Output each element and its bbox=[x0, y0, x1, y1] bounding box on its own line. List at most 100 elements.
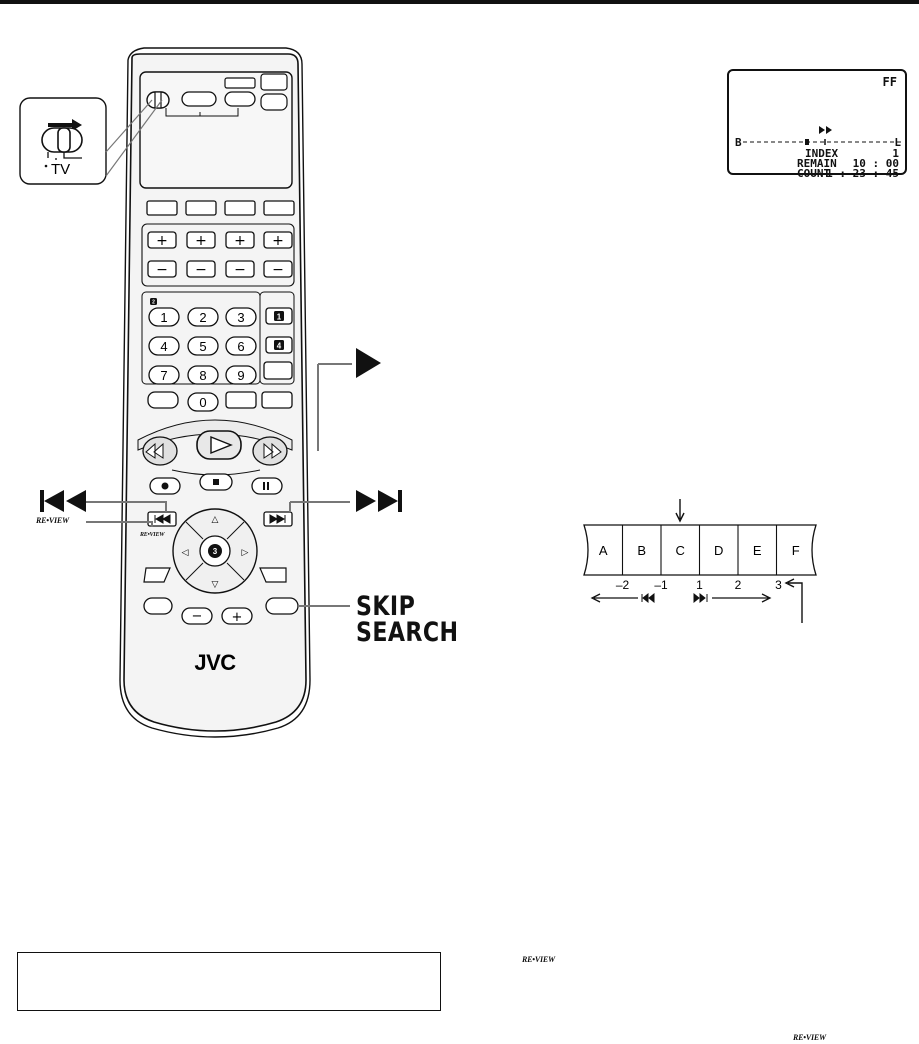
minus-button[interactable]: − bbox=[181, 607, 213, 625]
top-button-4[interactable] bbox=[260, 73, 288, 91]
number-key-label: 6 bbox=[237, 339, 244, 354]
index-cell-e: E bbox=[753, 543, 762, 558]
top-button-2[interactable] bbox=[224, 91, 256, 107]
number-key-label: 2 bbox=[199, 310, 206, 325]
review-logo-remote: RE•VIEW bbox=[140, 532, 165, 538]
mode-switch[interactable] bbox=[146, 91, 170, 109]
top-button-1[interactable] bbox=[181, 91, 217, 107]
arrow-left-icon bbox=[590, 593, 638, 603]
skip-label-line1: SKIP bbox=[356, 591, 416, 622]
number-key-0[interactable]: 0 bbox=[187, 392, 219, 412]
index-number: –2 bbox=[616, 578, 630, 592]
bottom-mid-button[interactable] bbox=[225, 391, 257, 409]
fast-forward-icon bbox=[263, 442, 282, 459]
left-oval-button[interactable] bbox=[143, 597, 173, 615]
osd-value-count: –1 : 23 : 45 bbox=[819, 167, 899, 180]
number-key-label: 1 bbox=[160, 310, 167, 325]
rewind-button[interactable] bbox=[142, 436, 178, 466]
minus-glyph: − bbox=[234, 262, 246, 278]
note-box bbox=[17, 952, 441, 1011]
osd-begin-marker: B bbox=[735, 136, 742, 149]
index-number: –1 bbox=[654, 578, 668, 592]
top-button-5[interactable] bbox=[260, 93, 288, 111]
number-key-4[interactable]: 4 bbox=[148, 336, 180, 356]
right-slant-button[interactable] bbox=[259, 567, 287, 583]
svg-text:4: 4 bbox=[277, 342, 282, 351]
plus-button[interactable]: + bbox=[221, 607, 253, 625]
minus-key-3[interactable]: − bbox=[225, 260, 255, 278]
record-button[interactable] bbox=[149, 477, 181, 495]
index-cell-a: A bbox=[599, 543, 608, 558]
bottom-right-button[interactable] bbox=[261, 391, 293, 409]
index-cell-b: B bbox=[637, 543, 646, 558]
osd-mode: FF bbox=[882, 75, 897, 89]
osd-label-index: INDEX bbox=[805, 147, 839, 160]
number-key-5[interactable]: 5 bbox=[187, 336, 219, 356]
index-cell-c: C bbox=[676, 543, 685, 558]
number-key-2[interactable]: 2 bbox=[187, 307, 219, 327]
play-button[interactable] bbox=[196, 430, 242, 460]
number-key-label: 7 bbox=[160, 368, 167, 383]
number-key-8[interactable]: 8 bbox=[187, 365, 219, 385]
minus-key-2[interactable]: − bbox=[186, 260, 216, 278]
tv-label: TV bbox=[51, 161, 70, 178]
skip-search-label: SKIP SEARCH bbox=[356, 591, 459, 646]
number-key-label: 9 bbox=[237, 368, 244, 383]
skip-back-callout-icon bbox=[40, 490, 86, 512]
badge-badge_4[interactable]: 4 bbox=[265, 336, 293, 354]
stop-icon bbox=[213, 479, 219, 485]
skip-back-button[interactable] bbox=[147, 511, 177, 527]
fast-forward-button[interactable] bbox=[252, 436, 288, 466]
skip-forward-button[interactable] bbox=[263, 511, 293, 527]
review-logo-left: RE•VIEW bbox=[36, 516, 69, 525]
top-rule bbox=[0, 0, 919, 4]
plus-glyph: + bbox=[234, 233, 246, 249]
minus-key-4[interactable]: − bbox=[263, 260, 293, 278]
pause-button[interactable] bbox=[251, 477, 283, 495]
index-number: 3 bbox=[775, 578, 782, 592]
number-key-9[interactable]: 9 bbox=[225, 365, 257, 385]
bottom-left-button[interactable] bbox=[147, 391, 179, 409]
func-button-4[interactable] bbox=[263, 200, 295, 216]
plus-glyph: + bbox=[272, 233, 284, 249]
side-button[interactable] bbox=[263, 361, 293, 380]
svg-text:+: + bbox=[232, 610, 243, 625]
index-cell-f: F bbox=[792, 543, 800, 558]
nav-center-badge: 3 bbox=[213, 547, 218, 556]
plus-key-1[interactable]: + bbox=[147, 231, 177, 249]
arrow-down-icon bbox=[675, 499, 685, 523]
number-key-3[interactable]: 3 bbox=[225, 307, 257, 327]
nav-down-glyph: ▽ bbox=[212, 580, 219, 590]
plus-key-4[interactable]: + bbox=[263, 231, 293, 249]
number-key-6[interactable]: 6 bbox=[225, 336, 257, 356]
number-key-label: 5 bbox=[199, 339, 206, 354]
arrow-right-icon bbox=[712, 593, 772, 603]
osd-values: 1 10 : 00 –1 : 23 : 45 bbox=[819, 148, 899, 180]
svg-text:2: 2 bbox=[152, 300, 155, 306]
number-key-1[interactable]: 1 bbox=[148, 307, 180, 327]
nav-up-glyph: △ bbox=[212, 515, 219, 525]
pause-icon bbox=[263, 482, 269, 490]
on-screen-display: FF B L INDEX REMAIN COUNT 1 10 : 00 –1 :… bbox=[727, 69, 907, 179]
review-logo-bottom-1: RE•VIEW bbox=[522, 955, 555, 964]
navigation-ring[interactable] bbox=[172, 508, 258, 594]
number-key-7[interactable]: 7 bbox=[148, 365, 180, 385]
minus-key-1[interactable]: − bbox=[147, 260, 177, 278]
stop-button[interactable] bbox=[199, 473, 233, 491]
play-icon bbox=[210, 435, 233, 455]
func-button-3[interactable] bbox=[224, 200, 256, 216]
func-button-2[interactable] bbox=[185, 200, 217, 216]
index-cell-d: D bbox=[714, 543, 723, 558]
top-button-3[interactable] bbox=[224, 77, 256, 89]
skip-forward-icon bbox=[269, 514, 286, 524]
plus-key-3[interactable]: + bbox=[225, 231, 255, 249]
plus-key-2[interactable]: + bbox=[186, 231, 216, 249]
left-slant-button[interactable] bbox=[143, 567, 171, 583]
badge-badge_1[interactable]: 1 bbox=[265, 307, 293, 325]
osd-ff-indicator bbox=[819, 126, 832, 134]
func-button-1[interactable] bbox=[146, 200, 178, 216]
svg-text:1: 1 bbox=[277, 313, 282, 322]
